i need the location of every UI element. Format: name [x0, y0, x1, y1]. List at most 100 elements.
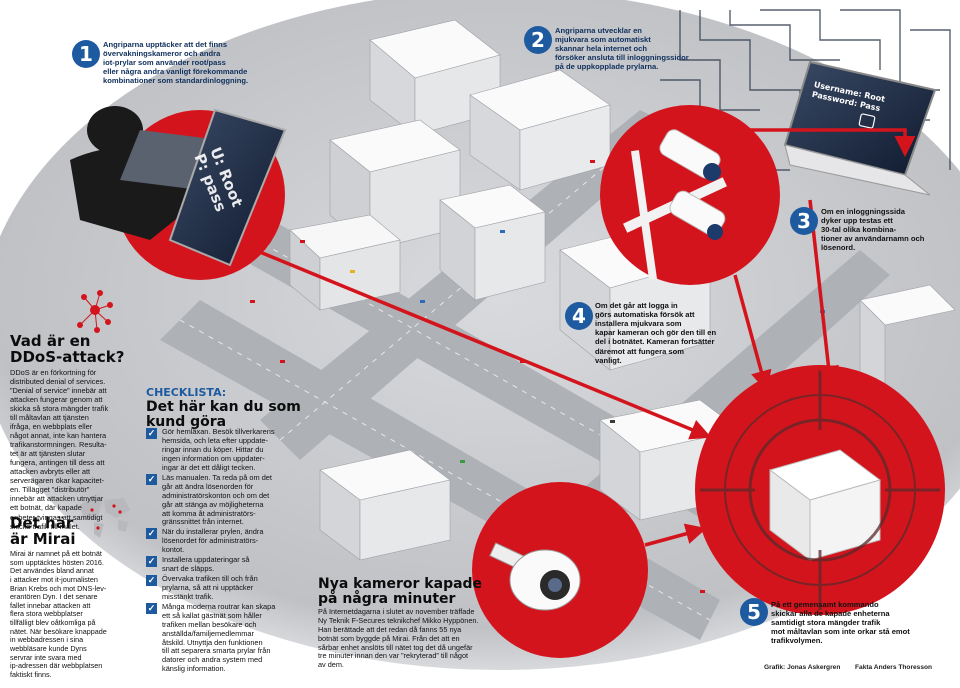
article-body: På Internetdagarna i slutet av november … — [318, 607, 518, 670]
step-2-number: 2 — [524, 26, 552, 54]
text-line: till att separera smarta prylar från — [162, 646, 271, 656]
text-line: en. Tillägget ”distributör” — [10, 485, 90, 495]
text-line: När du installerar prylen, ändra — [162, 527, 264, 536]
text-line: känslig information. — [162, 664, 226, 674]
text-line: kombinationer som standardinloggning. — [103, 76, 249, 86]
text-line: av dem. — [318, 660, 344, 670]
text-line: lösenord. — [821, 243, 856, 253]
text-line: 30-tal olika kombina- — [821, 225, 897, 235]
text-line: sårbar enhet anslöts till nätet tog det … — [318, 642, 473, 652]
checkmark-icon: ✓ — [146, 603, 157, 614]
text-line: anställda/familjemedlemmar — [162, 628, 255, 638]
text-line: skickar alla de kapade enheterna — [771, 609, 890, 619]
credit-graphic: Grafik: Jonas Askergren — [764, 664, 841, 671]
checklist-item: ✓ Många moderna routrar kan skapa ett så… — [146, 602, 320, 674]
text-line: faktiskt finns. — [10, 669, 52, 679]
text-line: som upptäcktes hösten 2016. — [10, 557, 104, 567]
ddos-body: DDoS är en förkortning för distributed d… — [10, 368, 142, 531]
checklist-item: ✓ Gör hemläxan. Besök tillverkarens hems… — [146, 427, 320, 472]
text-line: Angriparna upptäcker att det finns — [103, 40, 228, 49]
text-line: görs automatiska försök att — [595, 310, 695, 320]
text-line: attacken avbryts eller att — [10, 467, 91, 477]
text-line: installera mjukvara som — [595, 319, 682, 329]
text-line: innebär att attacken utnyttjar — [10, 494, 104, 504]
text-line: attacken fungerar genom att — [10, 395, 103, 405]
step-3-number: 3 — [790, 207, 818, 235]
text-line: vanligt. — [595, 355, 622, 365]
text-line: snart de släpps. — [162, 563, 215, 573]
text-line: erantören Dyn. I det senare — [10, 592, 98, 602]
text-line: fallet innebar attacken att — [10, 600, 91, 610]
step-1-text: Angriparna upptäcker att det finns överv… — [103, 40, 273, 86]
text-line: Gör hemläxan. Besök tillverkarens — [162, 427, 275, 436]
text-line: försöker ansluta till inloggningssidor — [555, 53, 689, 63]
text-line: Många moderna routrar kan skapa — [162, 602, 276, 611]
text-line: tillfälligt blev oåtkomliga på — [10, 618, 96, 628]
security-camera-icon — [623, 129, 727, 280]
text-line: ingen information om uppdater- — [162, 453, 265, 463]
text-line: Mirai är namnet på ett botnät — [10, 549, 102, 558]
text-line: datorer och andra system med — [162, 655, 263, 665]
text-line: trafiken mellan besökare och — [162, 619, 257, 629]
article-heading: Nya kameror kapade på några minuter — [318, 577, 482, 606]
text-line: enheter tvingas att samtidigt — [10, 512, 103, 522]
text-line: in webbadressen i sina — [10, 635, 84, 645]
text-line: skicka trafik till målet. — [10, 521, 80, 531]
text-line: webbläsare kunde Dyns — [10, 644, 87, 654]
text-line: till måltavlan att tjänsten — [10, 413, 89, 423]
text-line: trafikanstormningen. Resulta- — [10, 440, 107, 450]
text-line: eller några andra vanligt förekommande — [103, 67, 248, 77]
target-server-icon — [768, 449, 882, 561]
step-5-number: 5 — [740, 598, 768, 626]
text-line: På Internetdagarna i slutet av november … — [318, 607, 475, 616]
text-line: i attacker mot it-journalisten — [10, 574, 98, 584]
text-line: går att stänga av möjligheterna — [162, 499, 264, 509]
text-line: mjukvara som automatiskt — [555, 35, 651, 45]
checklist-item: ✓ Övervaka trafiken till och från prylar… — [146, 574, 320, 602]
text-line: Angriparna utvecklar en — [555, 26, 642, 35]
mirai-heading: Det här är Mirai — [10, 515, 76, 548]
text-line: skicka så stora mängder trafik — [10, 404, 109, 414]
text-line: flera stora webbplatser — [10, 609, 83, 619]
attacker-laptop-icon — [168, 108, 287, 267]
checkmark-icon: ✓ — [146, 474, 157, 485]
step-1-number: 1 — [72, 40, 100, 68]
text-line: ett botnät, där kapade — [10, 503, 82, 513]
text-line: prylarna, så att ni upptäcker — [162, 582, 254, 592]
text-line: något annat, inte kan hantera — [10, 431, 107, 441]
checkmark-icon: ✓ — [146, 428, 157, 439]
text-line: dyker upp testas ett — [821, 216, 893, 226]
text-line: ifråga, en webbplats eller — [10, 422, 93, 432]
text-line: Övervaka trafiken till och från — [162, 574, 258, 583]
heading-line: på några minuter — [318, 590, 456, 607]
text-line: övervakningskameror och andra — [103, 49, 221, 59]
text-line: ett så kallat gästnät som håller — [162, 610, 262, 620]
camera2-icon — [489, 542, 581, 611]
text-line: Brian Krebs och mot DNS-lev- — [10, 583, 107, 593]
text-line: iot-prylar som använder root/pass — [103, 58, 226, 68]
text-line: går att ändra lösenorden för — [162, 481, 254, 491]
text-line: på de uppkopplade prylarna. — [555, 62, 659, 72]
mirai-body: Mirai är namnet på ett botnät som upptäc… — [10, 549, 142, 680]
text-line: administratörskonton och om det — [162, 490, 270, 500]
text-line: kontot. — [162, 544, 185, 554]
heading-line: Vad är en — [10, 332, 91, 350]
text-line: Han berättade att det redan då fanns 55 … — [318, 624, 462, 634]
heading-line: är Mirai — [10, 529, 76, 548]
text-line: mot måltavlan som inte orkar stå emot — [771, 627, 910, 637]
text-line: hemsida, och leta efter uppdate- — [162, 435, 268, 445]
text-line: åtskild. Utnyttja den funktionen — [162, 637, 263, 647]
text-line: Installera uppdateringar så — [162, 555, 250, 564]
text-line: Ny Teknik F-Secures teknikchef Mikko Hyp… — [318, 615, 479, 625]
checkmark-icon: ✓ — [146, 528, 157, 539]
credit-facts: Fakta Anders Thoresson — [855, 664, 933, 671]
text-line: Om en inloggningssida — [821, 207, 905, 216]
text-line: tioner av användarnamn och — [821, 234, 925, 244]
step-4-text: Om det går att logga in görs automatiska… — [595, 301, 720, 365]
text-line: DDoS är en förkortning för — [10, 368, 97, 377]
text-line: tre minuter innan den var ”rekryterad” t… — [318, 651, 469, 661]
text-line: del i botnätet. Kameran fortsätter — [595, 337, 715, 347]
world-map-icon — [80, 498, 130, 538]
step-4-number: 4 — [565, 302, 593, 330]
